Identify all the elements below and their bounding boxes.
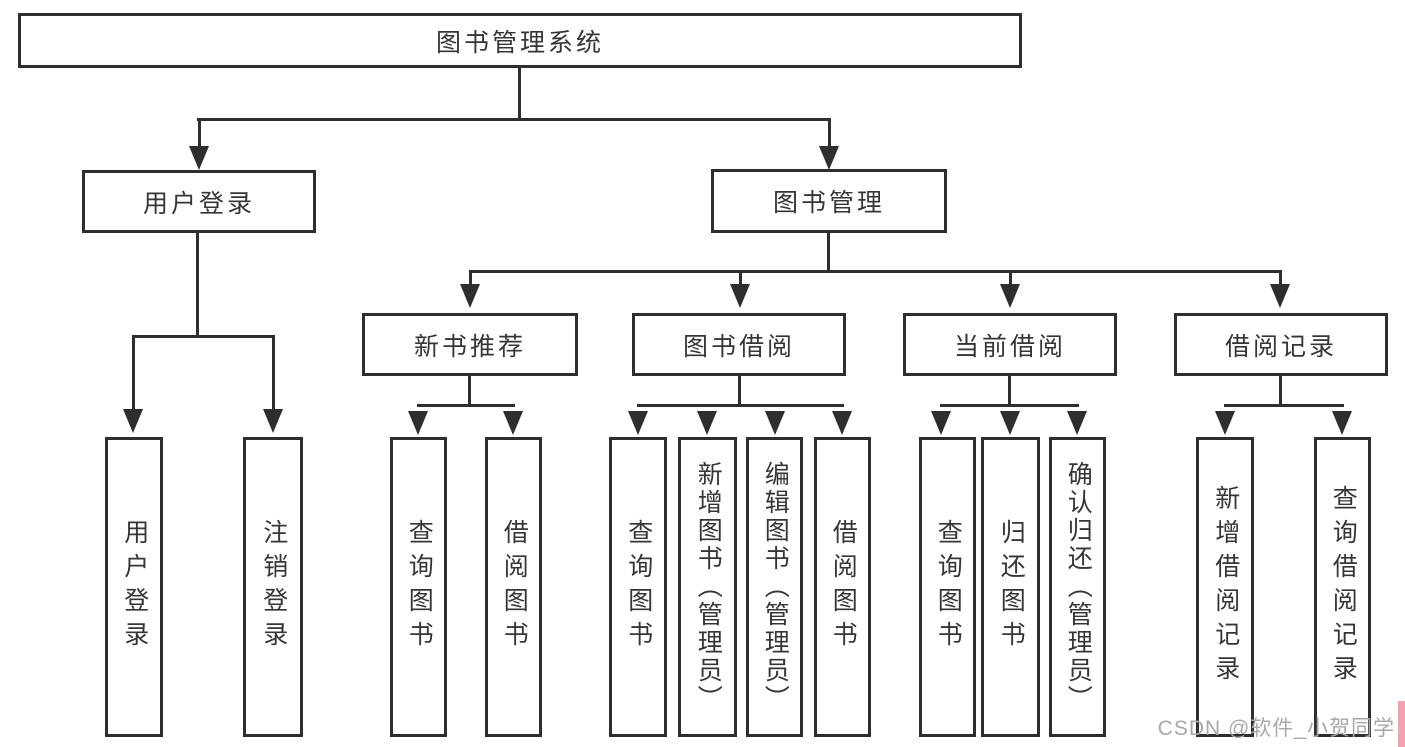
connector-recommend-bus xyxy=(417,404,515,407)
connector-records-stem xyxy=(1279,375,1282,406)
leaf-br-query-record-label: 查询借阅记录 xyxy=(1329,485,1358,689)
arrowhead-down-icon xyxy=(408,411,428,435)
node-borrow-records: 借阅记录 xyxy=(1174,313,1388,376)
arrowhead-down-icon xyxy=(1000,411,1020,435)
arrowhead-down-icon xyxy=(765,411,785,435)
node-user-login: 用户登录 xyxy=(82,170,316,233)
leaf-rec-query-books-label: 查询图书 xyxy=(405,519,434,655)
connector-currentborrow-stem xyxy=(1008,375,1011,406)
node-book-borrow-label: 图书借阅 xyxy=(682,332,795,361)
connector-arrow-shaft xyxy=(739,272,742,286)
node-book-management-label: 图书管理 xyxy=(772,189,885,217)
leaf-user-login: 用户登录 xyxy=(105,437,163,737)
leaf-bb-add-books-label: 新增图书（管理员） xyxy=(694,461,723,713)
node-new-book-recommend-label: 新书推荐 xyxy=(413,332,526,361)
connector-arrow-shaft xyxy=(469,272,472,286)
leaf-br-query-record: 查询借阅记录 xyxy=(1314,437,1371,737)
node-new-book-recommend: 新书推荐 xyxy=(362,313,578,376)
leaf-cb-return-books-label: 归还图书 xyxy=(997,519,1026,655)
arrowhead-down-icon xyxy=(697,411,717,435)
connector-bookborrow-stem xyxy=(738,375,741,406)
connector-arrow-shaft xyxy=(1279,272,1282,286)
node-current-borrow-label: 当前借阅 xyxy=(953,332,1066,361)
leaf-logout-label: 注销登录 xyxy=(259,519,288,655)
arrowhead-down-icon xyxy=(819,146,839,170)
arrowhead-down-icon xyxy=(189,146,209,170)
connector-arrow-shaft xyxy=(198,120,201,148)
leaf-rec-borrow-books-label: 借阅图书 xyxy=(500,519,529,655)
node-user-login-label: 用户登录 xyxy=(142,189,255,218)
arrowhead-down-icon xyxy=(1332,411,1352,435)
connector-currentborrow-bus xyxy=(940,404,1079,407)
connector-recommend-stem xyxy=(468,375,471,406)
watermark-corner-strip xyxy=(1398,701,1405,747)
arrowhead-down-icon xyxy=(1000,284,1020,308)
csdn-watermark: CSDN @软件_小贺同学 xyxy=(1157,717,1395,740)
arrowhead-down-icon xyxy=(730,284,750,308)
leaf-bb-borrow-books-label: 借阅图书 xyxy=(829,519,858,655)
leaf-br-add-record-label: 新增借阅记录 xyxy=(1211,485,1240,689)
leaf-cb-confirm-return-label: 确认归还（管理员） xyxy=(1064,461,1093,713)
leaf-cb-query-books: 查询图书 xyxy=(919,437,976,737)
leaf-bb-edit-books: 编辑图书（管理员） xyxy=(746,437,803,737)
connector-userlogin-bus xyxy=(132,335,275,338)
connector-arrow-shaft xyxy=(132,337,135,411)
leaf-bb-query-books: 查询图书 xyxy=(609,437,667,737)
connector-root-bus xyxy=(197,118,831,121)
leaf-logout: 注销登录 xyxy=(243,437,303,737)
arrowhead-down-icon xyxy=(832,411,852,435)
arrowhead-down-icon xyxy=(1067,411,1087,435)
leaf-bb-edit-books-label: 编辑图书（管理员） xyxy=(761,461,790,713)
connector-arrow-shaft xyxy=(1009,272,1012,286)
arrowhead-down-icon xyxy=(460,284,480,308)
node-root-label: 图书管理系统 xyxy=(435,28,604,57)
node-book-borrow: 图书借阅 xyxy=(632,313,846,376)
connector-bookborrow-bus xyxy=(637,404,844,407)
leaf-bb-add-books: 新增图书（管理员） xyxy=(678,437,737,737)
connector-root-stem xyxy=(518,66,521,120)
arrowhead-down-icon xyxy=(123,409,143,433)
arrowhead-down-icon xyxy=(1270,284,1290,308)
arrowhead-down-icon xyxy=(263,409,283,433)
node-root: 图书管理系统 xyxy=(18,13,1022,68)
arrowhead-down-icon xyxy=(931,411,951,435)
leaf-cb-return-books: 归还图书 xyxy=(981,437,1040,737)
connector-bookmgmt-stem xyxy=(827,233,830,272)
leaf-rec-borrow-books: 借阅图书 xyxy=(485,437,542,737)
leaf-bb-query-books-label: 查询图书 xyxy=(624,519,653,655)
connector-arrow-shaft xyxy=(828,120,831,148)
connector-bookmgmt-bus xyxy=(469,270,1282,273)
leaf-user-login-label: 用户登录 xyxy=(120,519,149,655)
node-current-borrow: 当前借阅 xyxy=(903,313,1117,376)
leaf-bb-borrow-books: 借阅图书 xyxy=(814,437,871,737)
node-book-management: 图书管理 xyxy=(711,169,947,233)
leaf-cb-query-books-label: 查询图书 xyxy=(934,519,963,655)
arrowhead-down-icon xyxy=(503,411,523,435)
connector-arrow-shaft xyxy=(272,337,275,411)
arrowhead-down-icon xyxy=(1215,411,1235,435)
connector-userlogin-stem xyxy=(196,233,199,337)
connector-records-bus xyxy=(1224,404,1344,407)
leaf-rec-query-books: 查询图书 xyxy=(390,437,447,737)
node-borrow-records-label: 借阅记录 xyxy=(1224,332,1337,361)
arrowhead-down-icon xyxy=(628,411,648,435)
leaf-cb-confirm-return: 确认归还（管理员） xyxy=(1049,437,1106,737)
leaf-br-add-record: 新增借阅记录 xyxy=(1196,437,1254,737)
